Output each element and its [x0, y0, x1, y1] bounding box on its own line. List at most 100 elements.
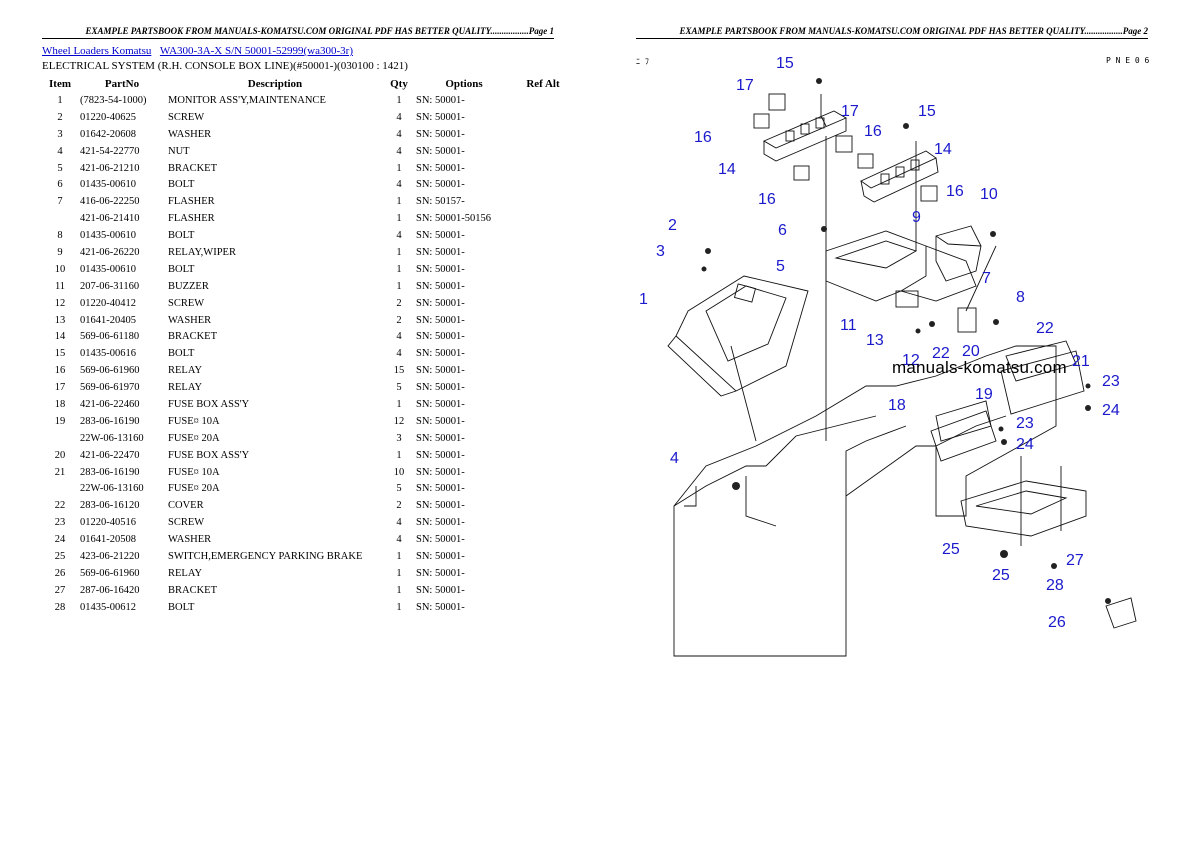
- cell-ref-alt: [514, 582, 572, 599]
- col-header-partno: PartNo: [104, 78, 140, 90]
- cell-options: SN: 50001-50156: [416, 213, 491, 225]
- callout-25b: 25: [992, 567, 1010, 584]
- cell-ref-alt: [514, 396, 572, 413]
- callout-10: 10: [980, 186, 998, 203]
- cell-description: BUZZER: [168, 280, 209, 292]
- cell-ref-alt: [514, 447, 572, 464]
- breadcrumb-link-model[interactable]: WA300-3A-X S/N 50001-52999(wa300-3r): [159, 45, 354, 57]
- cell-partno: 423-06-21220: [80, 550, 140, 562]
- cell-description: BOLT: [168, 263, 195, 275]
- col-header-ref-alt: Ref Alt: [526, 78, 560, 90]
- cell-item: 4: [57, 145, 63, 157]
- cell-partno: 01641-20405: [80, 314, 136, 326]
- cell-partno: 421-54-22770: [80, 145, 140, 157]
- cell-item: 28: [54, 601, 66, 613]
- cell-item: 10: [54, 263, 66, 275]
- cell-partno: 283-06-16190: [80, 466, 140, 478]
- cell-qty: 1: [396, 263, 402, 275]
- cell-qty: 1: [396, 162, 402, 174]
- cell-description: COVER: [168, 500, 204, 512]
- cell-partno: 421-06-21410: [80, 213, 140, 225]
- callout-20: 20: [962, 343, 980, 360]
- cell-ref-alt: [514, 227, 572, 244]
- breadcrumb-link-category[interactable]: Wheel Loaders Komatsu: [42, 45, 152, 57]
- cell-description: SCREW: [168, 111, 205, 123]
- cell-options: SN: 50001-: [416, 365, 465, 377]
- cell-description: FUSE¤ 20A: [168, 483, 220, 495]
- callout-1: 1: [639, 291, 648, 308]
- cell-qty: 1: [396, 449, 402, 461]
- callout-15a: 15: [776, 55, 794, 72]
- cell-options: SN: 50001-: [416, 128, 465, 140]
- cell-description: SWITCH,EMERGENCY PARKING BRAKE: [168, 550, 363, 562]
- cell-qty: 1: [396, 246, 402, 258]
- cell-description: BRACKET: [168, 584, 218, 596]
- cell-item: [42, 480, 78, 497]
- col-header-qty: Qty: [390, 78, 408, 90]
- cell-ref-alt: [514, 345, 572, 362]
- cell-description: SCREW: [168, 517, 205, 529]
- cell-options: SN: 50001-: [416, 449, 465, 461]
- cell-qty: 5: [396, 483, 402, 495]
- cell-item: 26: [54, 567, 66, 579]
- cell-options: SN: 50001-: [416, 246, 465, 258]
- section-title: ELECTRICAL SYSTEM (R.H. CONSOLE BOX LINE…: [42, 60, 408, 72]
- cell-description: FUSE¤ 20A: [168, 432, 220, 444]
- cell-options: SN: 50001-: [416, 179, 465, 191]
- cell-item: 13: [54, 314, 66, 326]
- cell-item: 18: [54, 398, 66, 410]
- callout-9: 9: [912, 209, 921, 226]
- cell-options: SN: 50001-: [416, 348, 465, 360]
- parts-table: Item PartNo Description Qty Options Ref …: [42, 76, 572, 616]
- callout-14a: 14: [718, 161, 736, 178]
- cell-options: SN: 50001-: [416, 111, 465, 123]
- cell-item: 5: [57, 162, 63, 174]
- cell-qty: 4: [396, 534, 402, 546]
- callout-25a: 25: [942, 541, 960, 558]
- callout-27: 27: [1066, 552, 1084, 569]
- cell-ref-alt: [514, 413, 572, 430]
- cell-options: SN: 50001-: [416, 432, 465, 444]
- cell-options: SN: 50001-: [416, 534, 465, 546]
- cell-qty: 2: [396, 314, 402, 326]
- cell-description: FLASHER: [168, 213, 215, 225]
- cell-item: 14: [54, 331, 66, 343]
- cell-options: SN: 50001-: [416, 297, 465, 309]
- callout-21: 21: [1072, 353, 1090, 370]
- callout-11: 11: [840, 317, 857, 334]
- cell-ref-alt: [514, 497, 572, 514]
- cell-partno: 569-06-61180: [80, 331, 140, 343]
- cell-description: BRACKET: [168, 331, 218, 343]
- cell-options: SN: 50001-: [416, 567, 465, 579]
- callout-5: 5: [776, 258, 785, 275]
- cell-partno: 01642-20608: [80, 128, 136, 140]
- cell-options: SN: 50001-: [416, 314, 465, 326]
- cell-description: BOLT: [168, 179, 195, 191]
- cell-ref-alt: [514, 92, 572, 109]
- cell-item: 8: [57, 230, 63, 242]
- callout-24b: 24: [1016, 436, 1034, 453]
- cell-ref-alt: [514, 109, 572, 126]
- callout-23a: 23: [1102, 373, 1120, 390]
- cell-item: 22: [54, 500, 66, 512]
- cell-description: BOLT: [168, 601, 195, 613]
- cell-qty: 4: [396, 331, 402, 343]
- callout-16a: 16: [694, 129, 712, 146]
- cell-options: SN: 50001-: [416, 263, 465, 275]
